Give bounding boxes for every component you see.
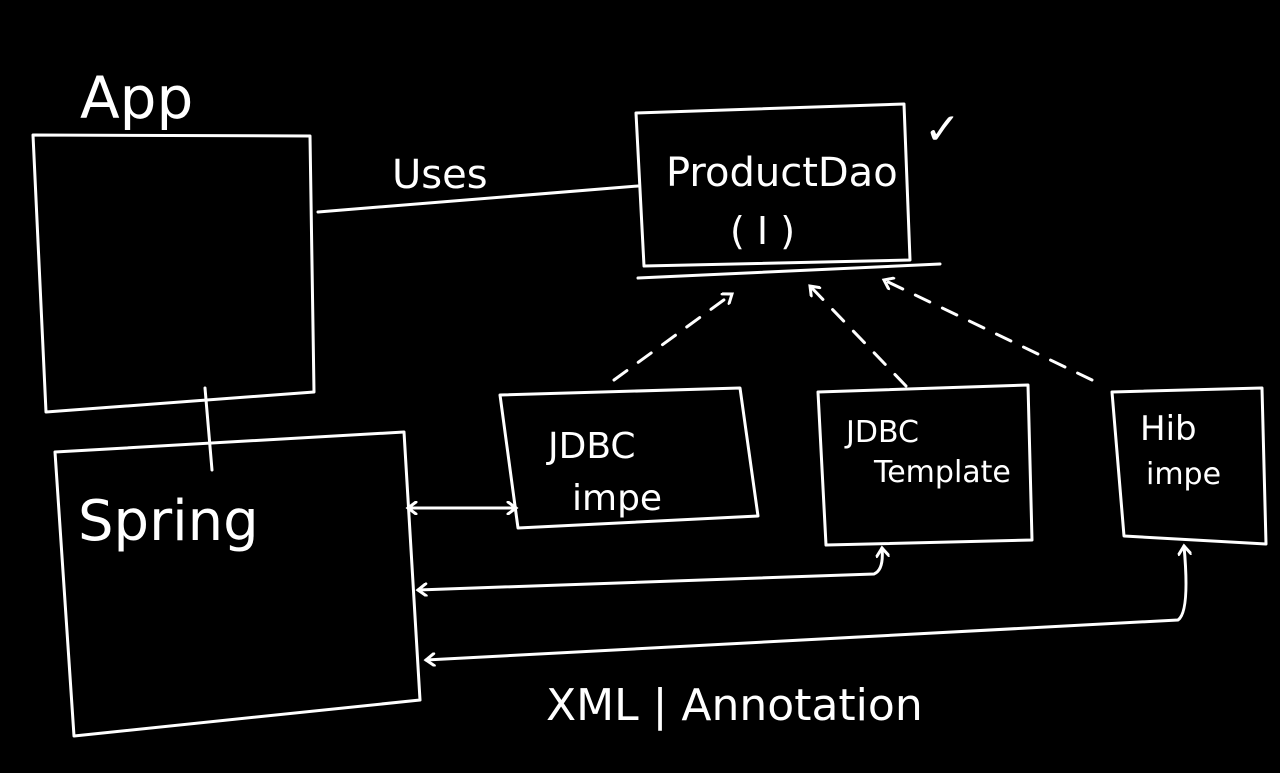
jdbc-impl-line2: impe (572, 478, 662, 519)
hib-impl-line1: Hib (1140, 409, 1197, 449)
spring-title: Spring (78, 489, 259, 554)
spring-jdbc-template-arrow (418, 548, 882, 590)
product-dao-name: ProductDao (666, 150, 898, 196)
jdbc-template-implements-arrow (810, 286, 908, 388)
hib-impl-implements-arrow (884, 280, 1094, 382)
jdbc-impl-box (498, 386, 760, 530)
jdbc-impl-line1: JDBC (546, 426, 636, 467)
product-dao-box (634, 102, 912, 268)
jdbc-template-line2: Template (873, 455, 1011, 490)
hib-impl-line2: impe (1146, 457, 1221, 492)
checkmark-icon: ✓ (924, 104, 961, 155)
product-dao-underline (636, 262, 942, 280)
uses-connector (316, 184, 640, 214)
spring-box (53, 430, 422, 738)
jdbc-template-box (816, 383, 1034, 547)
app-title: App (80, 64, 193, 132)
spring-hib-impl-arrow (426, 546, 1186, 660)
uses-label: Uses (392, 152, 488, 198)
app-box (31, 133, 316, 414)
product-dao-interface-marker: ( I ) (730, 209, 795, 253)
hib-impl-box (1110, 386, 1268, 546)
jdbc-template-line1: JDBC (844, 415, 919, 450)
app-spring-link (203, 386, 214, 472)
config-label: XML | Annotation (546, 680, 923, 731)
jdbc-impl-implements-arrow (612, 294, 732, 382)
